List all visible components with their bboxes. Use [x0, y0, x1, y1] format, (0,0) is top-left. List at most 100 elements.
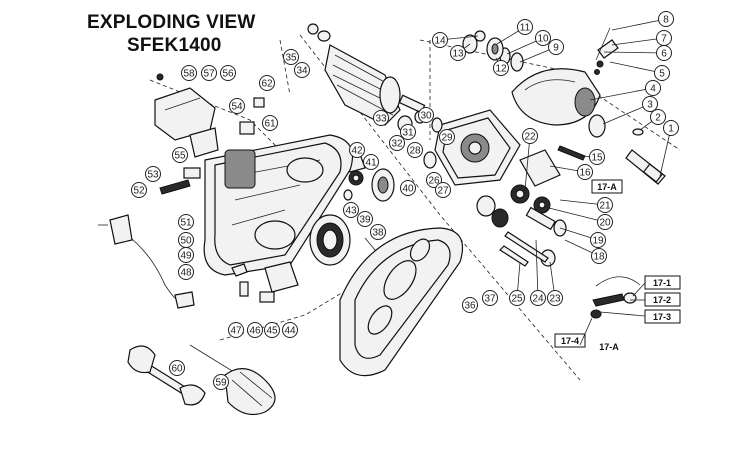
callout-52: 52 — [131, 182, 147, 198]
callout-number: 52 — [133, 186, 145, 197]
callout-number: 18 — [593, 252, 605, 263]
callout-2: 2 — [650, 109, 666, 125]
callout-circle — [418, 107, 434, 123]
callout-number: 50 — [180, 236, 192, 247]
callout-circle — [172, 147, 188, 163]
armature — [307, 23, 426, 133]
gear-housing-front — [511, 68, 601, 126]
callout-circle — [213, 374, 229, 390]
callout-57: 57 — [201, 65, 217, 81]
callout-number: 28 — [409, 146, 421, 157]
callout-number: 11 — [520, 23, 531, 34]
callout-number: 30 — [420, 111, 432, 122]
callout-number: 20 — [599, 218, 611, 229]
callout-19: 19 — [590, 232, 606, 248]
callout-number: 22 — [524, 132, 536, 143]
top-bearing-group — [462, 30, 524, 72]
bearing-part-3 — [588, 114, 606, 138]
callout-10: 10 — [535, 30, 551, 46]
callout-31: 31 — [400, 124, 416, 140]
callout-18: 18 — [591, 248, 607, 264]
callout-number: 49 — [180, 251, 192, 262]
callout-number: 46 — [249, 326, 261, 337]
callout-26: 26 — [426, 172, 442, 188]
box-label-17-a-inset: 17-A — [599, 342, 619, 352]
callout-number: 34 — [296, 66, 308, 77]
callout-number: 60 — [171, 364, 183, 375]
callout-32: 32 — [389, 135, 405, 151]
callout-number: 56 — [222, 69, 234, 80]
callout-6: 6 — [656, 45, 672, 61]
callout-number: 37 — [484, 294, 496, 305]
callout-number: 14 — [434, 36, 446, 47]
callout-circle — [432, 32, 448, 48]
callout-circle — [547, 290, 563, 306]
callout-circle — [262, 115, 278, 131]
callout-circle — [517, 19, 533, 35]
callout-circle — [131, 182, 147, 198]
callout-number: 62 — [261, 79, 273, 90]
callout-circle — [577, 164, 593, 180]
callout-circle — [642, 96, 658, 112]
callout-number: 3 — [647, 100, 653, 111]
callout-61: 61 — [262, 115, 278, 131]
box-label-17-2: 17-2 — [653, 295, 671, 305]
callout-circle — [363, 154, 379, 170]
callout-number: 15 — [591, 153, 603, 164]
callout-35: 35 — [283, 49, 299, 65]
callout-15: 15 — [589, 149, 605, 165]
callout-circle — [264, 322, 280, 338]
gearbox-plate — [423, 109, 521, 186]
callout-1: 1 — [663, 120, 679, 136]
callout-circle — [509, 290, 525, 306]
box-label-17-a-top: 17-A — [591, 179, 623, 194]
callout-circle — [349, 142, 365, 158]
callout-30: 30 — [418, 107, 434, 123]
stator — [309, 214, 386, 266]
cord-clamp — [174, 291, 195, 309]
gear-plate-16 — [519, 149, 561, 187]
callout-number: 19 — [592, 236, 604, 247]
lower-shafts — [476, 195, 549, 267]
callout-circle — [591, 248, 607, 264]
callout-number: 33 — [375, 114, 387, 125]
callout-number: 58 — [183, 69, 195, 80]
callout-circle — [535, 30, 551, 46]
diagram-title-line1: EXPLODING VIEW — [87, 12, 256, 33]
callout-circle — [482, 290, 498, 306]
left-brush-covers — [154, 73, 265, 158]
callout-58: 58 — [181, 65, 197, 81]
callout-circle — [462, 297, 478, 313]
callout-circle — [663, 120, 679, 136]
mixing-paddle — [189, 344, 276, 415]
callout-40: 40 — [400, 180, 416, 196]
callout-number: 7 — [661, 34, 667, 45]
callout-number: 12 — [495, 64, 507, 75]
callout-layer: 1234567891011121314151618192021222324252… — [131, 11, 679, 390]
callout-3: 3 — [642, 96, 658, 112]
callout-number: 59 — [215, 378, 227, 389]
callout-number: 47 — [230, 326, 242, 337]
callout-number: 35 — [285, 53, 297, 64]
callout-number: 29 — [441, 133, 453, 144]
callout-28: 28 — [407, 142, 423, 158]
callout-5: 5 — [654, 65, 670, 81]
callout-number: 23 — [549, 294, 561, 305]
callout-8: 8 — [658, 11, 674, 27]
callout-number: 21 — [599, 201, 611, 212]
callout-circle — [645, 80, 661, 96]
top-screws — [594, 27, 619, 75]
handle-housing — [339, 227, 464, 377]
inset-panel: 17-1 17-2 17-3 17-4 17-A — [554, 275, 681, 352]
callout-circle — [439, 129, 455, 145]
callout-12: 12 — [493, 60, 509, 76]
callout-circle — [283, 49, 299, 65]
key-part — [632, 128, 644, 136]
callout-62: 62 — [259, 75, 275, 91]
callout-44: 44 — [282, 322, 298, 338]
callout-13: 13 — [450, 45, 466, 61]
callout-34: 34 — [294, 62, 310, 78]
callout-number: 38 — [372, 228, 384, 239]
callout-circle — [597, 214, 613, 230]
